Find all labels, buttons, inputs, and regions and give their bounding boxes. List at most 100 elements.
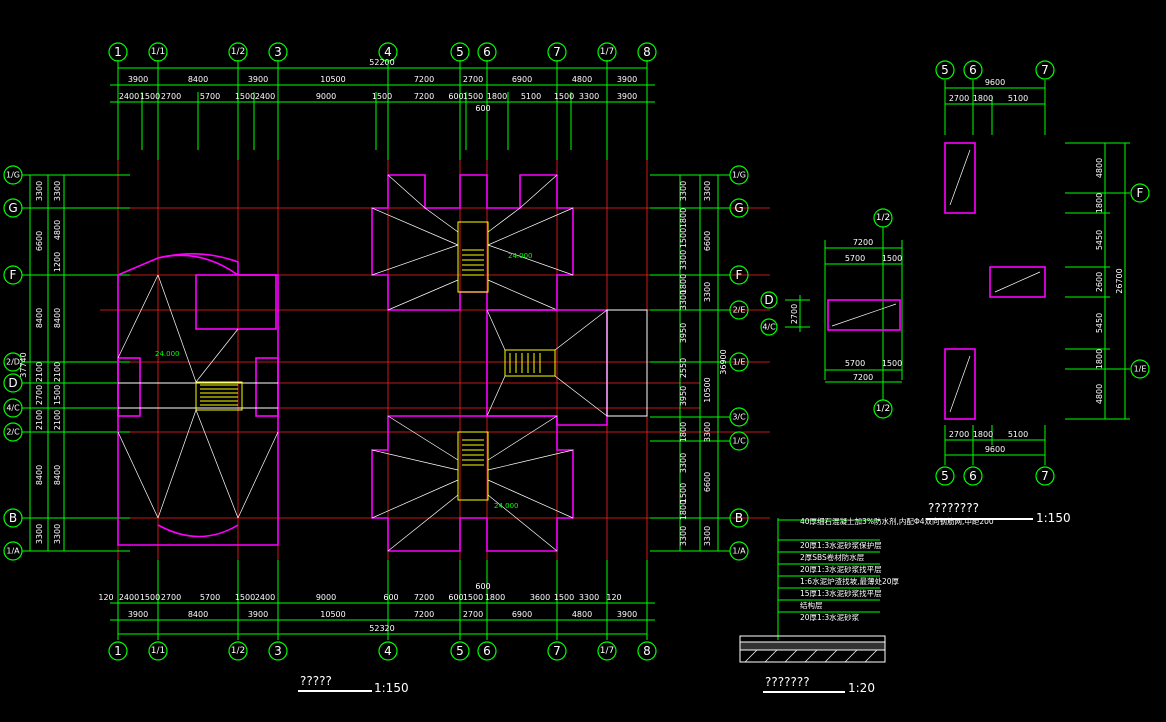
dim: 5100 <box>1008 94 1028 103</box>
axis-label: G <box>734 201 743 215</box>
dim: 600 <box>475 582 490 591</box>
axis-label: 1/A <box>6 547 20 556</box>
elevation-label: 24.000 <box>494 502 519 510</box>
dim: 120 <box>98 593 113 602</box>
dim: 3300 <box>579 92 599 101</box>
dim: 3300 <box>679 250 688 270</box>
dim: 1500 <box>882 254 902 263</box>
dim: 2100 <box>53 410 62 430</box>
axis-label: 4/C <box>6 404 20 413</box>
dim: 10500 <box>703 377 712 402</box>
dim: 2100 <box>53 362 62 382</box>
dim: 5700 <box>845 359 865 368</box>
dim: 3950 <box>679 323 688 343</box>
top-dimensions: 52200 3900 8400 3900 10500 7200 2700 690… <box>110 58 655 160</box>
dim: 1800 <box>679 422 688 442</box>
dim: 3300 <box>679 290 688 310</box>
axis-label: 4 <box>384 644 392 658</box>
dim: 7200 <box>853 373 873 382</box>
roof-legend: 40厚细石混凝土加3%防水剂,内配Φ4双向钢筋网,中距200 20厚1:3水泥砂… <box>739 516 994 695</box>
axis-label: F <box>1137 186 1144 200</box>
dim: 600 <box>448 92 463 101</box>
dim: 6600 <box>703 231 712 251</box>
axis-label: F <box>10 268 17 282</box>
axis-label: 5 <box>941 63 949 77</box>
axis-label: 7 <box>553 45 561 59</box>
axis-label: 1/2 <box>876 213 890 223</box>
axis-label: 1/1 <box>151 646 165 656</box>
dim: 8400 <box>53 308 62 328</box>
dim: 37740 <box>19 352 28 377</box>
axis-label: 1/C <box>732 437 746 446</box>
axis-label: 6 <box>483 45 491 59</box>
dim: 1800 <box>973 430 993 439</box>
dim: 36900 <box>719 349 728 374</box>
dim: 6600 <box>35 231 44 251</box>
axis-label: 8 <box>643 45 651 59</box>
legend-item: 1:6水泥炉渣找坡,最薄处20厚 <box>800 576 899 586</box>
dim: 1200 <box>53 252 62 272</box>
detail-title: ???????? <box>928 501 979 515</box>
dim: 5100 <box>521 92 541 101</box>
top-axis-bubbles: 1 1/1 1/2 3 4 5 6 7 1/7 8 <box>108 42 657 62</box>
axis-label: 5 <box>456 644 464 658</box>
dim: 1500 <box>140 593 160 602</box>
axis-label: 1/7 <box>600 47 614 57</box>
dim: 4800 <box>572 610 592 619</box>
bottom-dimensions: 600 120 2400 1500 2700 5700 1500 2400 90… <box>98 560 655 640</box>
dim: 4800 <box>53 220 62 240</box>
axis-label: 5 <box>941 469 949 483</box>
dim: 2100 <box>35 362 44 382</box>
axis-label: 4/C <box>762 323 776 332</box>
dim: 1500 <box>140 92 160 101</box>
dim: 1800 <box>1095 349 1104 369</box>
dim: 2550 <box>679 358 688 378</box>
legend-item: 20厚1:3水泥砂浆找平层 <box>800 564 882 574</box>
dim: 3300 <box>703 181 712 201</box>
dim: 5700 <box>200 92 220 101</box>
dim: 4800 <box>572 75 592 84</box>
dim: 1500 <box>463 92 483 101</box>
dim: 3300 <box>35 524 44 544</box>
dim: 5100 <box>1008 430 1028 439</box>
dim: 2400 <box>119 92 139 101</box>
dim: 10500 <box>320 610 345 619</box>
dim: 8400 <box>188 610 208 619</box>
top-total: 52200 <box>369 58 394 67</box>
dim: 1500 <box>554 92 574 101</box>
dim: 1800 <box>1095 193 1104 213</box>
detail-right: 5 6 7 9600 2700 1800 5100 4800 1800 5450… <box>926 60 1150 525</box>
elevation-label: 24.000 <box>508 252 533 260</box>
plan-scale: 1:150 <box>374 681 409 695</box>
axis-label: 1/G <box>732 171 746 180</box>
dim: 1500 <box>679 483 688 503</box>
dim: 2700 <box>790 304 799 324</box>
dim: 2700 <box>161 92 181 101</box>
dim: 2400 <box>255 593 275 602</box>
axis-label: 1/2 <box>876 404 890 414</box>
axis-label: 8 <box>643 644 651 658</box>
dim: 5450 <box>1095 313 1104 333</box>
dim: 3900 <box>617 610 637 619</box>
dim: 600 <box>475 104 490 113</box>
axis-label: 2/C <box>6 428 20 437</box>
axis-label: 2/D <box>6 358 20 367</box>
left-unit: 24.000 <box>117 253 279 546</box>
axis-label: 1/A <box>732 547 746 556</box>
dim: 3900 <box>248 75 268 84</box>
main-plan-title: ????? 1:150 <box>298 674 409 695</box>
dim: 9600 <box>985 445 1005 454</box>
axis-label: G <box>8 201 17 215</box>
center-north-unit: 24.000 <box>371 174 574 311</box>
dim: 3300 <box>679 453 688 473</box>
axis-label: 7 <box>1041 469 1049 483</box>
dim: 3300 <box>35 181 44 201</box>
dim: 8400 <box>188 75 208 84</box>
dim: 7200 <box>414 610 434 619</box>
axis-label: 1/G <box>6 171 20 180</box>
axis-label: 1/E <box>1134 365 1147 374</box>
dim: 26700 <box>1115 268 1124 293</box>
dim: 3300 <box>53 181 62 201</box>
dim: 8400 <box>53 465 62 485</box>
dim: 2400 <box>119 593 139 602</box>
